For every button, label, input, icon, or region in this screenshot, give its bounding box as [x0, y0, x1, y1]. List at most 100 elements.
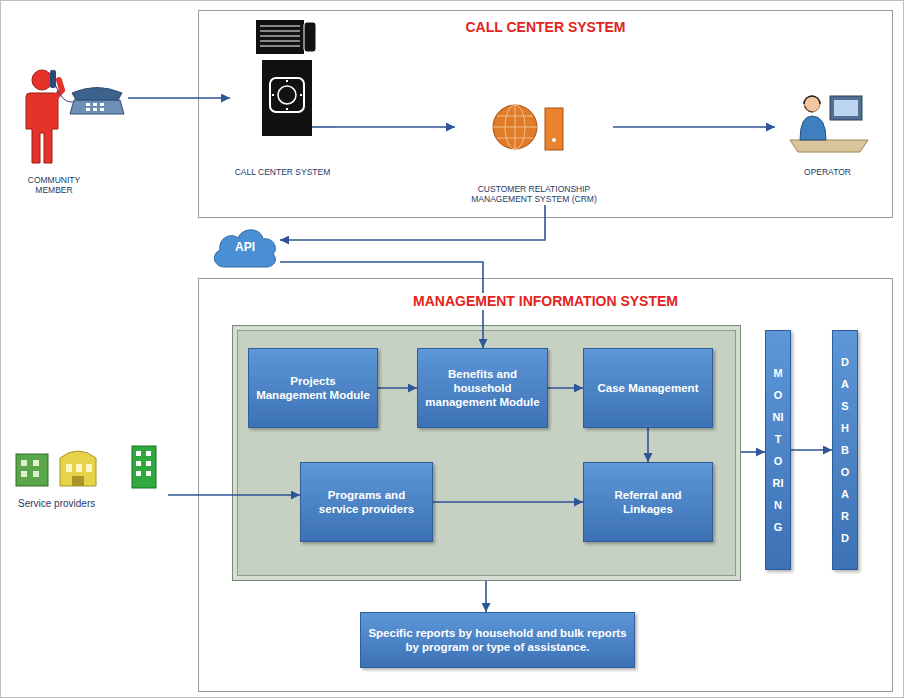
building-icons [33, 471, 39, 477]
node-label: CALL CENTER SYSTEM [235, 167, 331, 178]
vertical-bar: DASHBOARD [832, 330, 858, 570]
call-center-device [256, 20, 304, 54]
operator-figure [800, 116, 826, 140]
connector-arrow [168, 494, 300, 496]
telephone-icon [100, 108, 104, 111]
node-label: COMMUNITY MEMBER [18, 175, 90, 196]
globe-server-icon [493, 105, 537, 149]
building-icons [66, 464, 72, 472]
building-icons [21, 471, 27, 477]
call-center-device [260, 26, 300, 27]
building-icons [21, 460, 27, 466]
node-label: OPERATOR [804, 167, 851, 178]
call-center-device [260, 46, 300, 47]
person-figure [50, 70, 56, 88]
call-center-icon: CALL CENTER SYSTEM [230, 18, 335, 178]
building-icons [60, 451, 96, 486]
call-center-device [260, 36, 300, 37]
operator-figure [830, 96, 862, 120]
connector-arrow [791, 449, 832, 451]
telephone-icon [86, 108, 90, 111]
panel-title: MANAGEMENT INFORMATION SYSTEM [409, 293, 682, 310]
node-label: Projects Management Module [255, 374, 371, 402]
operator-figure [804, 96, 820, 112]
node-label: Referral and Linkages [590, 488, 706, 516]
telephone-icon [100, 103, 104, 106]
node-label: API [235, 240, 255, 254]
operator-figure [790, 96, 868, 152]
panel-arrows [741, 451, 765, 453]
globe-server-icon [493, 105, 563, 150]
connector-arrow [613, 126, 775, 128]
building-icons [76, 464, 82, 472]
vertical-bar: MONITORING [765, 330, 791, 570]
building-icons [136, 461, 141, 466]
community-member-icon: COMMUNITY MEMBER [12, 62, 128, 196]
node-label: CUSTOMER RELATIONSHIP MANAGEMENT SYSTEM … [459, 184, 609, 205]
crm-icon: CUSTOMER RELATIONSHIP MANAGEMENT SYSTEM … [455, 62, 613, 205]
building-icons [16, 454, 48, 486]
report-box: Specific reports by household and bulk r… [360, 612, 635, 668]
service-providers-icon: Service providers [12, 446, 168, 510]
call-center-device [270, 78, 304, 112]
person-figure [32, 70, 52, 90]
globe-server-icon [552, 138, 556, 142]
operator-figure [804, 96, 820, 104]
call-center-device [272, 80, 302, 110]
call-center-device [312, 126, 335, 128]
call-center-device [260, 41, 300, 42]
module-box: Referral and Linkages [583, 462, 713, 542]
connector-arrow [335, 126, 455, 128]
mis-panel: MANAGEMENT INFORMATION SYSTEM Projects Ma… [198, 278, 893, 692]
node-label: Case Management [598, 381, 699, 395]
connector-arrow [647, 428, 649, 462]
connector-arrow [378, 387, 417, 389]
building-icons [16, 446, 156, 488]
node-label: DASHBOARD [840, 351, 851, 549]
call-center-device [256, 20, 335, 136]
module-box: Benefits and household management Module [417, 348, 548, 428]
operator-figure [834, 100, 858, 116]
globe-server-icon [515, 105, 516, 149]
building-icons [33, 460, 39, 466]
connector-arrow [280, 262, 483, 348]
cloud-shape [214, 230, 275, 267]
building-icons [146, 461, 151, 466]
operator-figure [790, 140, 868, 152]
building-icons [132, 446, 156, 488]
telephone-icon [93, 103, 97, 106]
connector-arrow [128, 97, 230, 99]
node-label: MONITORING [773, 362, 784, 538]
person-figure [26, 70, 80, 163]
building-icons [146, 451, 151, 456]
telephone-icon [72, 88, 122, 101]
building-icons [146, 471, 151, 476]
connector-arrow [280, 205, 545, 240]
connector-arrow [433, 501, 583, 503]
api-cloud: API [210, 224, 280, 270]
person-figure [26, 93, 58, 163]
module-box: Projects Management Module [248, 348, 378, 428]
connector-arrow [548, 387, 583, 389]
operator-icon: OPERATOR [775, 86, 880, 178]
telephone-icon [70, 88, 124, 115]
telephone-icon [70, 100, 124, 114]
call-center-panel: CALL CENTER SYSTEM CALL CENTER SYSTEM CUST… [198, 10, 893, 218]
building-icons [136, 471, 141, 476]
panel-arrows [485, 581, 487, 612]
module-box: Case Management [583, 348, 713, 428]
building-icons [136, 451, 141, 456]
node-label: Service providers [18, 498, 95, 511]
operator-figure [805, 106, 813, 112]
call-center-device [278, 86, 296, 104]
telephone-icon [86, 103, 90, 106]
call-center-device [260, 31, 300, 32]
building-icons [72, 476, 84, 486]
module-box: Programs and service providers [300, 462, 433, 542]
panel-title: CALL CENTER SYSTEM [462, 19, 630, 36]
call-center-device [262, 60, 312, 136]
telephone-icon [93, 108, 97, 111]
